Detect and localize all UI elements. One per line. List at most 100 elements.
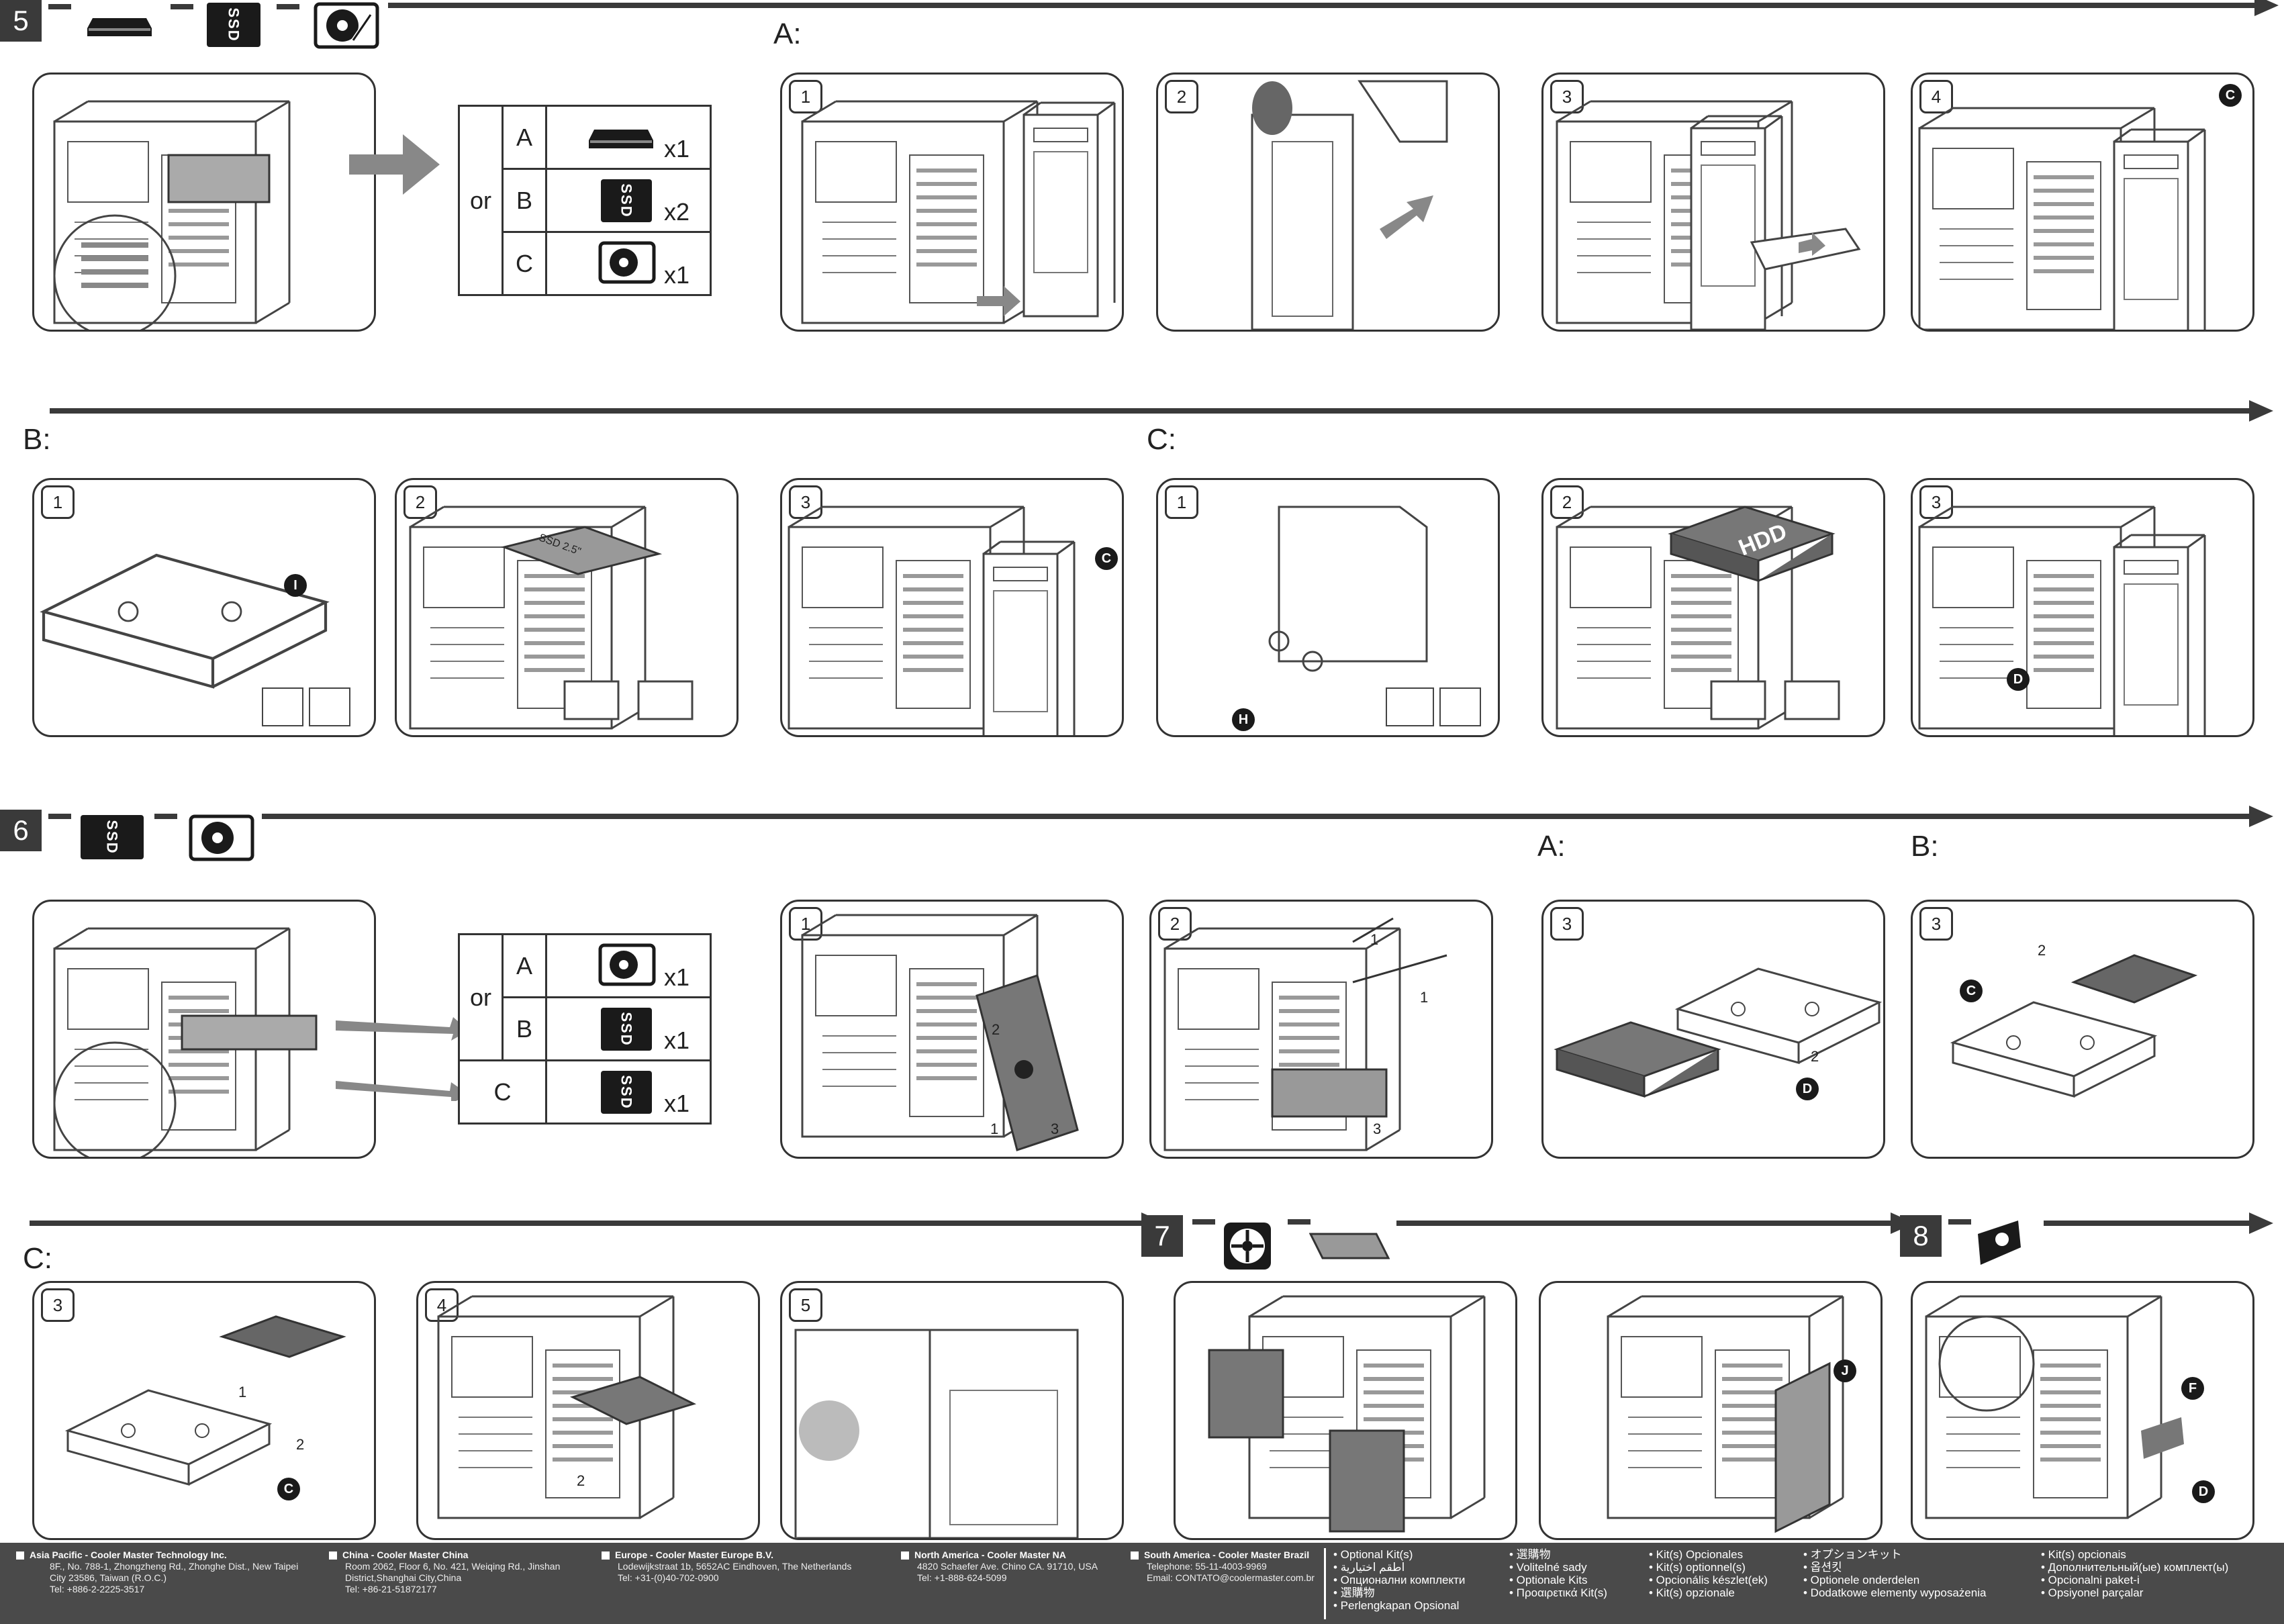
panel-number: 3: [789, 485, 822, 519]
option-cell: x1: [545, 933, 712, 998]
option-qty: x1: [663, 135, 689, 162]
step-5-number: 5: [13, 5, 29, 36]
row2-line: [50, 408, 2252, 414]
panel-number: 1: [41, 485, 75, 519]
dash: [48, 814, 71, 819]
footer: Asia Pacific - Cooler Master Technology …: [0, 1543, 2284, 1624]
callout-d: D: [1796, 1078, 1819, 1100]
option-letter: C: [458, 1059, 547, 1125]
step-6-number: 6: [13, 814, 29, 846]
kit-column: • Kit(s) opcionais• Дополнительный(ые) к…: [2041, 1548, 2229, 1599]
callout-c: C: [2219, 84, 2242, 107]
panel-number: 5: [789, 1288, 822, 1322]
step5-b1-panel: 1 I: [32, 478, 376, 737]
step-marker: 2: [2038, 942, 2046, 959]
panel-number: 2: [1165, 80, 1198, 113]
fan-icon: [1224, 1223, 1271, 1270]
dash: [277, 4, 299, 9]
option-qty: x1: [663, 1090, 689, 1117]
callout-d: D: [2007, 668, 2030, 691]
option-letter: A: [502, 933, 547, 998]
step-5-badge: 5: [0, 0, 42, 42]
step-7-number: 7: [1154, 1220, 1170, 1251]
hdd-icon: [598, 241, 656, 284]
section-label-c: C:: [23, 1242, 52, 1275]
callout-d: D: [2192, 1480, 2215, 1503]
option-letter: C: [502, 231, 547, 296]
step5-c1-panel: 1 H: [1156, 478, 1500, 737]
option-letter: A: [502, 105, 547, 170]
dust-filter-icon: [1309, 1233, 1390, 1259]
option-cell: x1: [545, 105, 712, 170]
step7-2-panel: J: [1539, 1281, 1883, 1540]
arrow-right-icon: [336, 1017, 469, 1101]
step6-c3-panel: 3 1 2 C: [32, 1281, 376, 1540]
or-label: or: [458, 933, 504, 1061]
office-china: China - Cooler Master China Room 2062, F…: [329, 1549, 560, 1595]
step-marker: 2: [992, 1021, 1000, 1038]
step6-options-table: or A x1 B SSD x1 C SSD x1: [458, 933, 712, 1125]
panel-number: 3: [1919, 907, 1953, 941]
step-marker: 3: [1373, 1120, 1382, 1137]
odd-drive-icon: [87, 18, 152, 36]
option-qty: x1: [663, 963, 689, 991]
ssd-icon: SSD: [81, 815, 144, 859]
step6-c5-panel: 5: [780, 1281, 1124, 1540]
step-6-line: [262, 814, 2253, 819]
callout-j: J: [1834, 1359, 1856, 1382]
office-south-america: South America - Cooler Master Brazil Tel…: [1131, 1549, 1315, 1584]
section-label-a: A:: [773, 17, 802, 50]
step-marker: 2: [577, 1472, 585, 1489]
option-letter: B: [502, 996, 547, 1061]
dash: [48, 4, 71, 9]
ssd-icon: SSD: [207, 3, 260, 47]
hdd-icon: [598, 943, 656, 986]
office-north-america: North America - Cooler Master NA 4820 Sc…: [901, 1549, 1098, 1584]
step6-a3-panel: 3 2 D: [1541, 900, 1885, 1159]
panel-number: 3: [41, 1288, 75, 1322]
kit-column: • 選購物• Volitelné sady• Optionale Kits• Π…: [1509, 1548, 1607, 1599]
step-marker: 1: [990, 1120, 999, 1137]
row4-line: [30, 1221, 1144, 1226]
option-qty: x2: [663, 198, 689, 226]
dash: [154, 814, 177, 819]
arrow-right-icon: [349, 134, 440, 195]
kit-column: • Optional Kit(s)• اطقم اختيارية• Опцион…: [1333, 1548, 1466, 1612]
office-asia-pacific: Asia Pacific - Cooler Master Technology …: [16, 1549, 298, 1595]
arrow-head: [2249, 1212, 2273, 1234]
step8-panel: F D: [1911, 1281, 2254, 1540]
step-marker: 1: [238, 1384, 247, 1400]
option-qty: x1: [663, 261, 689, 289]
kit-column: • Kit(s) Opcionales• Kit(s) optionnel(s)…: [1649, 1548, 1768, 1599]
step-marker: 2: [296, 1436, 305, 1453]
option-cell: SSD x2: [545, 168, 712, 233]
panel-number: 1: [1165, 485, 1198, 519]
step6-1-panel: 1 2 1 3: [780, 900, 1124, 1159]
option-cell: SSD x1: [545, 1059, 712, 1125]
dash: [171, 4, 193, 9]
step-marker: 1: [1420, 989, 1429, 1006]
step5-a2-panel: 2: [1156, 73, 1500, 332]
step-7-badge: 7: [1141, 1215, 1183, 1257]
callout-f: F: [2181, 1377, 2204, 1400]
step5-c2-panel: 2 HDD: [1541, 478, 1885, 737]
divider: [1324, 1548, 1326, 1619]
ssd-icon: SSD: [601, 179, 652, 222]
step5-a3-panel: 3: [1541, 73, 1885, 332]
step5-options-table: or A x1 B SSD x2 C x1: [458, 105, 712, 296]
panel-number: 4: [1919, 80, 1953, 113]
step-6-badge: 6: [0, 810, 42, 851]
step-5-line: [388, 3, 2254, 8]
panel-number: 1: [789, 80, 822, 113]
step6-overview-panel: [32, 900, 376, 1159]
callout-i: I: [284, 574, 307, 597]
dash: [1288, 1219, 1311, 1225]
step5-b2-panel: 2 SSD 2.5": [395, 478, 739, 737]
section-label-b: B:: [23, 423, 51, 456]
dash: [1948, 1219, 1971, 1225]
odd-drive-icon: [589, 130, 653, 148]
step5-overview-panel: [32, 73, 376, 332]
step5-c3-panel: 3 D: [1911, 478, 2254, 737]
callout-c: C: [1095, 547, 1118, 570]
arrow-head: [2249, 806, 2273, 827]
